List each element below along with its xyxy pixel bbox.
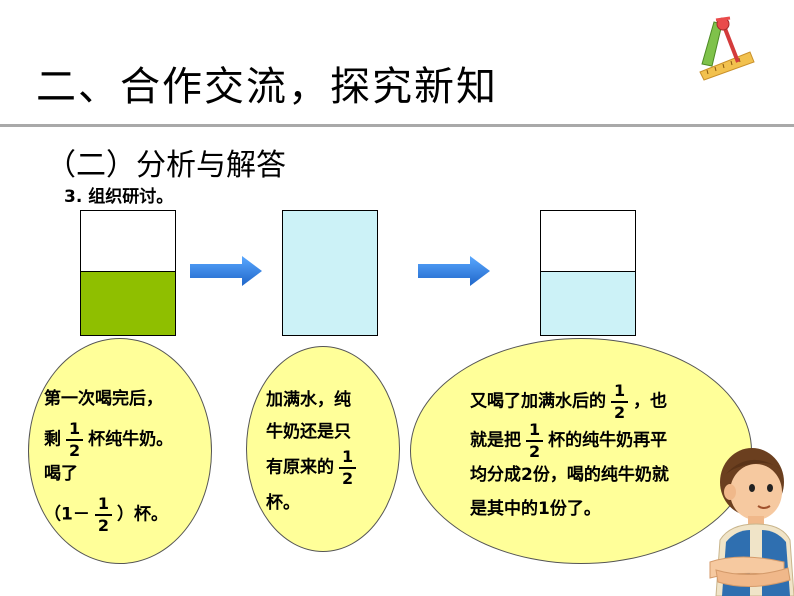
compass-ruler-icon [699,16,755,81]
page-title: 二、合作交流，探究新知 [36,64,498,110]
cup-2-fill [283,211,377,335]
bubble-3-line-1-pre: 又喝了加满水后的 [470,391,606,412]
bubble-3-line-1-post: ，也 [633,391,668,412]
cup-1-half-milk [80,210,176,336]
bubble-1-line-1: 第一次喝完后， [44,389,163,409]
arrow-right-icon [190,256,262,286]
bubble-1-line-2-pre: 剩 [44,429,61,450]
bubble-2-line-1: 加满水，纯 [266,390,351,410]
bubble-3-line-2-post: 杯的纯牛奶再平 [548,430,668,451]
bubble-1-line-4-pre: （1－ [44,504,90,525]
cup-3-fill [541,272,635,335]
bubble-1-line-3: 喝了 [44,464,78,485]
bubble-1-line-2-post: 杯纯牛奶。 [88,429,174,450]
explanation-bubble-2 [246,346,400,552]
step-label: 3. 组织研讨。 [64,187,174,207]
arrow-right-icon [418,256,490,286]
bubble-1-line-4-post: ）杯。 [116,504,168,525]
explanation-bubble-1 [28,338,212,564]
explanation-bubble-3 [410,338,752,564]
bubble-2-line-4: 杯。 [266,493,300,514]
cup-3-half [540,210,636,336]
bubble-3-line-4: 是其中的1份了。 [470,499,601,520]
cup-2-full-water [282,210,378,336]
boy-character-icon [709,448,794,596]
cup-1-fill [81,272,175,335]
bubble-3-line-2-pre: 就是把 [470,430,521,451]
title-divider [0,124,794,127]
section-subtitle: （二）分析与解答 [46,148,286,183]
bubble-2-line-3-pre: 有原来的 [266,457,334,478]
bubble-2-line-2: 牛奶还是只 [266,422,351,442]
bubble-3-line-3: 均分成2份，喝的纯牛奶就 [470,465,669,486]
